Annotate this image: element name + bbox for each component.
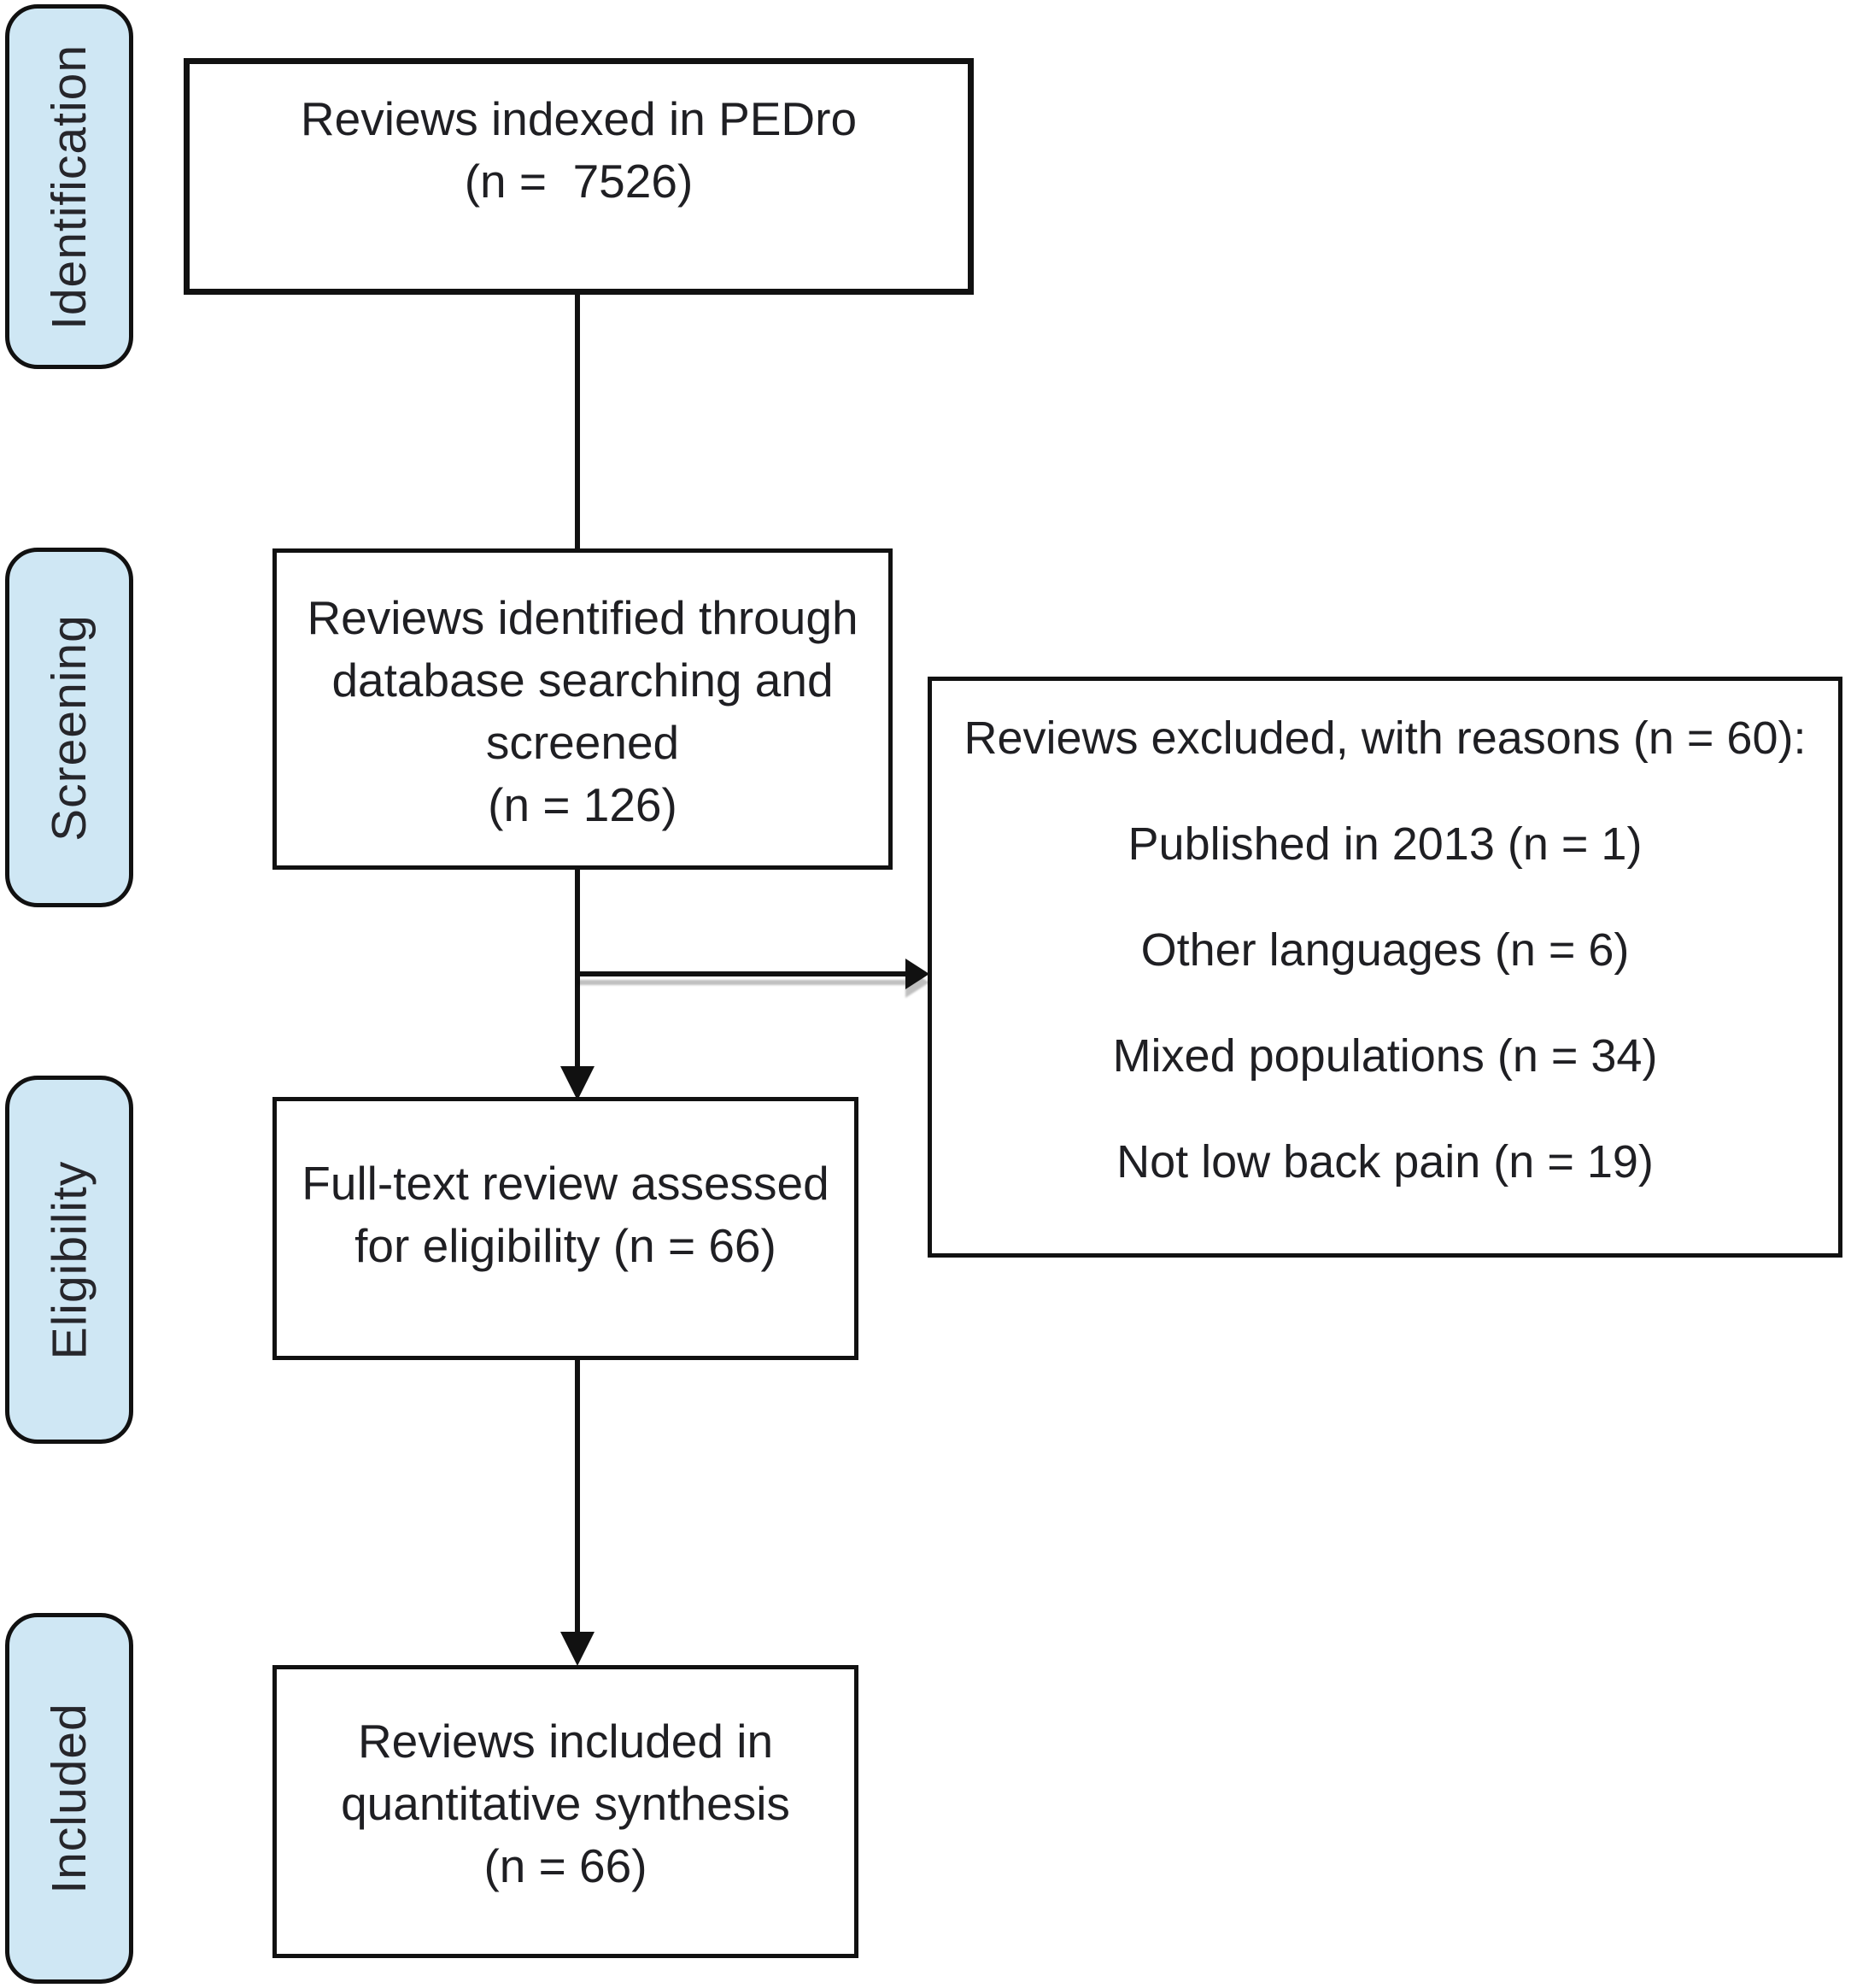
arrowhead-down-to-included bbox=[560, 1632, 595, 1666]
box-reviews-indexed-count: (n = 7526) bbox=[464, 155, 694, 208]
box-reviews-identified-line: database searching and bbox=[331, 654, 834, 707]
box-fulltext-assessed: Full-text review assessed for eligibilit… bbox=[272, 1097, 858, 1360]
connector-indexed-to-identified bbox=[575, 294, 580, 550]
stage-label-included-text: Included bbox=[42, 1703, 97, 1894]
box-reviews-identified: Reviews identified through database sear… bbox=[272, 548, 893, 870]
box-reviews-included: Reviews included in quantitative synthes… bbox=[272, 1665, 858, 1958]
box-reviews-indexed: Reviews indexed in PEDro (n = 7526) bbox=[184, 58, 974, 295]
connector-to-excluded bbox=[577, 959, 929, 989]
exclusion-reason: Mixed populations (n = 34) bbox=[1112, 1030, 1658, 1082]
stage-label-screening-text: Screening bbox=[42, 613, 97, 842]
box-reviews-included-line: Reviews included in bbox=[357, 1715, 774, 1768]
box-reviews-identified-line: screened bbox=[485, 716, 680, 769]
box-reviews-included-line: quantitative synthesis bbox=[341, 1777, 790, 1830]
connector-to-excluded-line bbox=[577, 971, 905, 976]
box-reviews-identified-count: (n = 126) bbox=[488, 778, 677, 831]
exclusion-reason: Other languages (n = 6) bbox=[1140, 924, 1630, 976]
stage-label-eligibility-text: Eligibility bbox=[42, 1160, 97, 1359]
box-reviews-indexed-line: Reviews indexed in PEDro bbox=[300, 92, 858, 145]
stage-label-screening: Screening bbox=[5, 548, 133, 907]
connector-fulltext-to-included bbox=[575, 1358, 580, 1635]
box-reviews-identified-line: Reviews identified through bbox=[307, 591, 858, 644]
stage-label-identification: Identification bbox=[5, 4, 133, 369]
box-fulltext-assessed-line: for eligibility (n = 66) bbox=[354, 1219, 776, 1272]
box-reviews-included-count: (n = 66) bbox=[483, 1839, 647, 1892]
exclusion-reason: Not low back pain (n = 19) bbox=[1116, 1136, 1654, 1188]
box-fulltext-assessed-line: Full-text review assessed bbox=[302, 1157, 829, 1210]
box-reviews-excluded: Reviews excluded, with reasons (n = 60):… bbox=[928, 677, 1842, 1258]
exclusion-reason: Published in 2013 (n = 1) bbox=[1128, 818, 1643, 870]
stage-label-identification-text: Identification bbox=[42, 44, 97, 330]
connector-identified-to-fulltext bbox=[575, 868, 580, 1071]
stage-label-included: Included bbox=[5, 1613, 133, 1984]
arrowhead-right-to-excluded bbox=[905, 959, 929, 989]
box-reviews-excluded-heading: Reviews excluded, with reasons (n = 60): bbox=[964, 713, 1807, 764]
arrowhead-down-to-fulltext bbox=[560, 1066, 595, 1100]
stage-label-eligibility: Eligibility bbox=[5, 1076, 133, 1444]
